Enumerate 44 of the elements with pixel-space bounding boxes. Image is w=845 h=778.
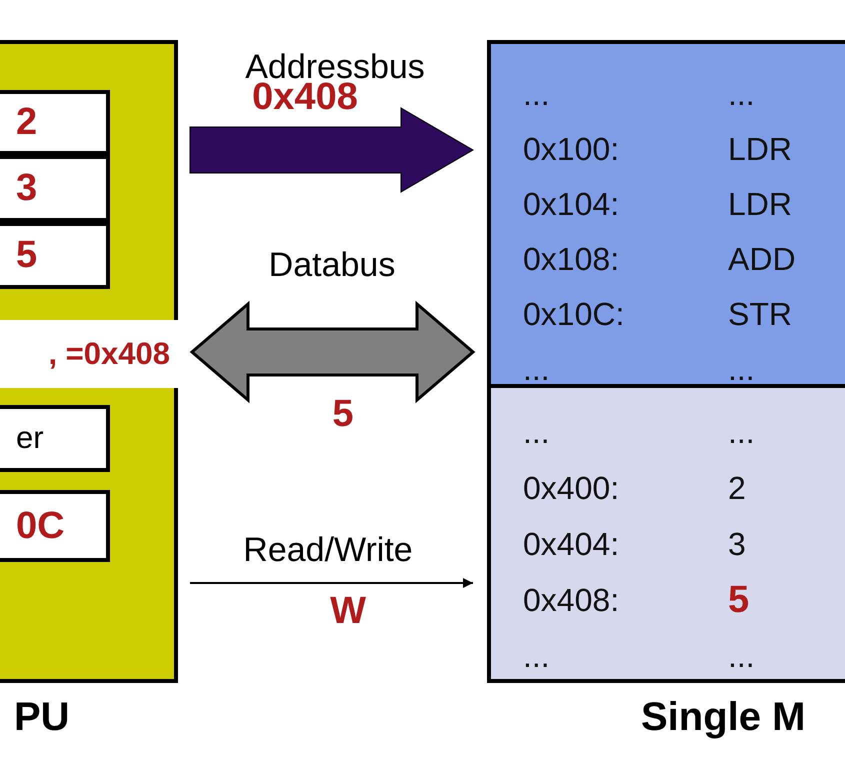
- instruction-band: [0, 320, 180, 388]
- register-box: [0, 490, 110, 562]
- register-value: 0C: [16, 504, 65, 548]
- register-value: er: [16, 419, 44, 458]
- address-text: 0x104:: [523, 188, 620, 220]
- bus-value: 5: [332, 395, 354, 433]
- memory-value: 3: [728, 528, 747, 560]
- register-box: [0, 222, 110, 289]
- address-text: 0x10C:: [523, 298, 626, 330]
- register-box: [0, 90, 110, 155]
- memory-value: ...: [728, 640, 756, 672]
- edge-label: Read/Write: [243, 530, 413, 571]
- memory-value: ...: [728, 78, 756, 110]
- address-text: 0x108:: [523, 242, 620, 274]
- edge-label: Databus: [268, 245, 396, 286]
- address-text: 0x404:: [523, 528, 620, 560]
- memory-value: 2: [728, 472, 747, 504]
- memory-value: LDR: [728, 188, 794, 220]
- register-box: [0, 405, 110, 472]
- address-text: 0x400:: [523, 472, 620, 504]
- arrow: [190, 578, 473, 588]
- address-text: ...: [523, 640, 551, 672]
- memory-value: STR: [728, 298, 793, 330]
- address-text: ...: [523, 416, 551, 448]
- bus-value: W: [330, 592, 366, 630]
- address-text: 0x100:: [523, 132, 620, 164]
- memory-value: ...: [728, 352, 756, 384]
- register-value: 5: [16, 233, 38, 278]
- data-memory-region: [491, 384, 845, 679]
- block-arrow: [190, 107, 474, 193]
- program-memory-region: [491, 44, 845, 384]
- memory-value: LDR: [728, 132, 794, 164]
- heading: Single M: [641, 694, 806, 741]
- register-value: 3: [16, 166, 38, 211]
- register-value: , =0x408: [48, 334, 170, 373]
- address-text: ...: [523, 352, 551, 384]
- address-text: 0x408:: [523, 584, 620, 616]
- register-value: 2: [16, 100, 38, 145]
- memory-value: ...: [728, 416, 756, 448]
- heading: PU: [14, 694, 70, 741]
- address-text: ...: [523, 78, 551, 110]
- memory-value: 5: [728, 581, 750, 619]
- memory-value: ADD: [728, 242, 797, 274]
- block-arrow: [190, 300, 476, 404]
